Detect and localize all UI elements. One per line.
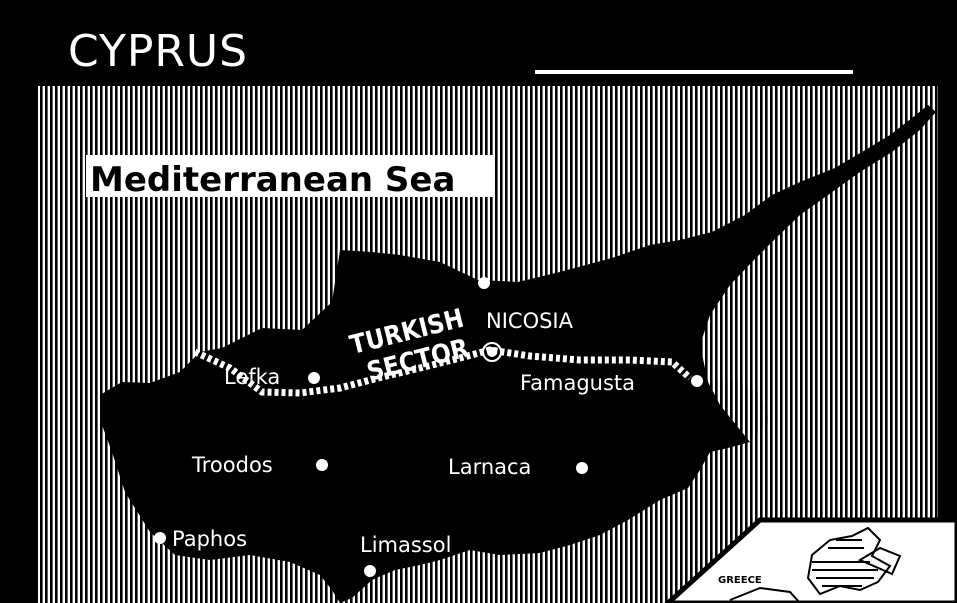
inset-landmass — [729, 526, 902, 603]
city-label-larnaca: Larnaca — [448, 455, 531, 479]
nicosia-marker-ring — [482, 342, 502, 362]
sea-label-box — [86, 155, 494, 197]
inset-hatching — [812, 539, 878, 587]
kyrenia-dot — [478, 277, 490, 289]
city-label-limassol: Limassol — [360, 533, 451, 557]
city-label-lefka: Lefka — [224, 365, 280, 389]
troodos-dot — [316, 459, 328, 471]
city-label-troodos: Troodos — [191, 453, 273, 477]
city-label-paphos: Paphos — [172, 527, 247, 551]
paphos-dot — [154, 532, 166, 544]
title-underline — [535, 70, 853, 74]
city-label-nicosia: NICOSIA — [486, 309, 574, 333]
famagusta-dot — [691, 375, 703, 387]
inset-label-greece: GREECE — [718, 575, 762, 586]
larnaca-dot — [576, 462, 588, 474]
green-line-border — [193, 346, 693, 397]
inset-label-box — [714, 571, 790, 586]
limassol-dot — [364, 565, 376, 577]
famagusta-bay — [708, 378, 770, 442]
map-title: CYPRUS — [68, 26, 248, 77]
sea-label: Mediterranean Sea — [90, 160, 455, 200]
lefka-dot — [308, 372, 320, 384]
locator-inset: GREECE — [664, 517, 957, 603]
nicosia-dot — [487, 347, 497, 357]
city-label-famagusta: Famagusta — [520, 371, 635, 395]
